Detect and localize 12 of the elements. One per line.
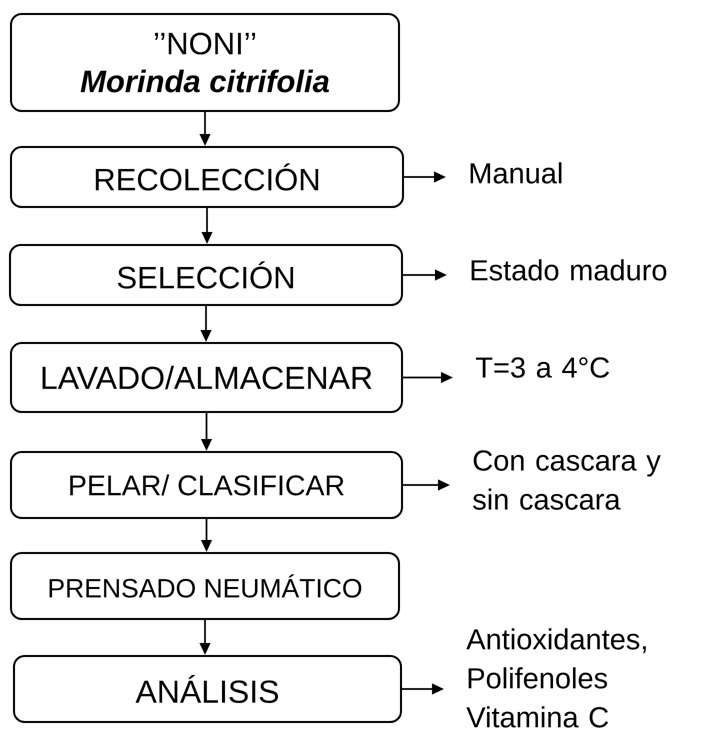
note-text: Manual	[470, 162, 562, 184]
note-text: Estado maduro	[472, 259, 666, 281]
process-box: LAVADO/ALMACENAR	[10, 342, 403, 413]
note-text: Antioxidantes, Polifenoles Vitamina C	[466, 628, 646, 728]
process-box: ANÁLISIS	[13, 655, 402, 723]
process-box: PELAR/ CLASIFICAR	[10, 451, 403, 519]
process-box: PRENSADO NEUMÁTICO	[10, 552, 400, 620]
process-box: SELECCIÓN	[9, 244, 403, 306]
note-text: Con cascara y sin cascara	[473, 450, 661, 510]
process-box: RECOLECCIÓN	[10, 146, 404, 208]
process-box: ’’NONI’’ Morinda citrifolia	[10, 13, 400, 112]
note-text: T=3 a 4°C	[476, 357, 610, 378]
